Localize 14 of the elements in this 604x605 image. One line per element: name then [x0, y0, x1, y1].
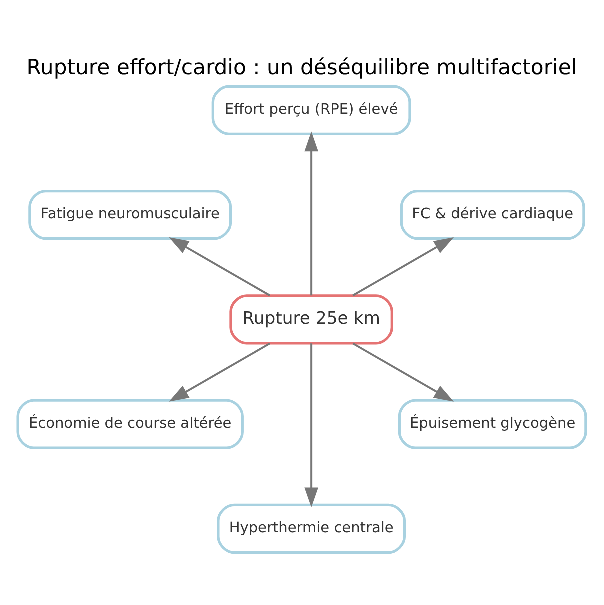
- node-box: Fatigue neuromusculaire: [28, 190, 232, 240]
- arrow: [169, 342, 270, 402]
- node-box: Rupture 25e km: [230, 294, 394, 345]
- arrow: [304, 344, 319, 508]
- arrow: [352, 342, 454, 402]
- diagram-title: Rupture effort/cardio : un déséquilibre multifactoriel: [26, 54, 578, 80]
- node-box: Économie de course altérée: [16, 399, 244, 450]
- node-box: Hyperthermie centrale: [217, 504, 406, 554]
- node-box: Effort perçu (RPE) élevé: [212, 85, 412, 136]
- node-box: Épuisement glycogène: [398, 399, 588, 450]
- arrow: [352, 237, 454, 297]
- node-box: FC & dérive cardiaque: [400, 190, 586, 240]
- arrow: [169, 237, 270, 297]
- arrow: [304, 132, 319, 296]
